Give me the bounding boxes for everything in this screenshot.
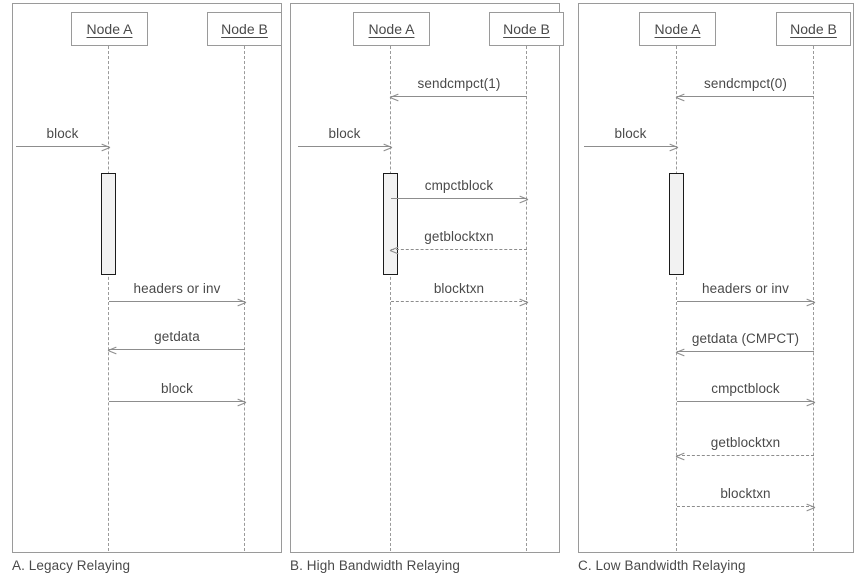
actor-box-node-b: Node B <box>207 12 282 46</box>
actor-label-node-a: Node A <box>368 21 415 37</box>
message-arrow-block-in <box>584 146 677 147</box>
message-arrow-headers-or-inv <box>677 301 814 302</box>
arrowhead-right-icon <box>237 297 246 306</box>
message-label-getdata-cmpct: getdata (CMPCT) <box>691 331 800 346</box>
message-arrow-block-in <box>16 146 109 147</box>
message-label-getblocktxn: getblocktxn <box>710 435 781 450</box>
message-arrow-block-in <box>298 146 391 147</box>
arrowhead-right-icon <box>806 502 815 511</box>
message-arrow-sendcmpct <box>677 96 814 97</box>
arrowhead-left-icon <box>676 92 685 101</box>
message-arrow-getblocktxn <box>677 455 814 456</box>
message-label-block-in: block <box>328 126 361 141</box>
arrowhead-right-icon <box>101 142 110 151</box>
message-arrow-sendcmpct <box>391 96 527 97</box>
message-label-headers-or-inv: headers or inv <box>133 281 221 296</box>
arrowhead-right-icon <box>669 142 678 151</box>
lifeline-node-a <box>390 46 391 551</box>
arrowhead-right-icon <box>383 142 392 151</box>
panel-low-bandwidth-relaying: Node A Node B sendcmpct(0) block headers… <box>578 3 854 553</box>
message-arrow-headers-or-inv <box>109 301 245 302</box>
lifeline-node-a <box>108 46 109 551</box>
message-label-cmpctblock: cmpctblock <box>711 381 780 396</box>
actor-box-node-b: Node B <box>489 12 564 46</box>
panel-legacy-relaying: Node A Node B block headers or inv getda… <box>12 3 282 553</box>
actor-label-node-b: Node B <box>221 21 268 37</box>
message-label-cmpctblock: cmpctblock <box>424 178 494 193</box>
actor-label-node-a: Node A <box>86 21 133 37</box>
message-label-sendcmpct: sendcmpct(1) <box>417 76 501 91</box>
activation-bar-node-a <box>669 173 684 275</box>
arrowhead-right-icon <box>806 397 815 406</box>
arrowhead-right-icon <box>519 297 528 306</box>
message-label-block-in: block <box>614 126 647 141</box>
message-arrow-getdata-cmpct <box>677 351 814 352</box>
message-label-sendcmpct: sendcmpct(0) <box>704 76 787 91</box>
arrowhead-left-icon <box>108 345 117 354</box>
message-arrow-blocktxn <box>677 506 814 507</box>
panel-caption-a: A. Legacy Relaying <box>12 558 131 573</box>
message-label-getblocktxn: getblocktxn <box>424 229 494 244</box>
message-label-block-in: block <box>46 126 79 141</box>
message-label-blocktxn: blocktxn <box>433 281 485 296</box>
arrowhead-right-icon <box>806 297 815 306</box>
message-arrow-cmpctblock <box>391 198 527 199</box>
message-arrow-cmpctblock <box>677 401 814 402</box>
message-arrow-getblocktxn <box>391 249 527 250</box>
actor-label-node-a: Node A <box>654 21 701 37</box>
message-arrow-blocktxn <box>391 301 527 302</box>
actor-box-node-a: Node A <box>71 12 148 46</box>
arrowhead-left-icon <box>676 347 685 356</box>
activation-bar-node-a <box>101 173 116 275</box>
lifeline-node-a <box>676 46 677 551</box>
arrowhead-right-icon <box>519 194 528 203</box>
panel-caption-c: C. Low Bandwidth Relaying <box>578 558 746 573</box>
message-label-blocktxn: blocktxn <box>720 486 771 501</box>
actor-box-node-b: Node B <box>776 12 851 46</box>
actor-box-node-a: Node A <box>639 12 716 46</box>
message-arrow-getdata <box>109 349 245 350</box>
arrowhead-right-icon <box>237 397 246 406</box>
message-arrow-block-out <box>109 401 245 402</box>
message-label-getdata: getdata <box>154 329 200 344</box>
message-label-headers-or-inv: headers or inv <box>702 281 789 296</box>
panel-high-bandwidth-relaying: Node A Node B sendcmpct(1) block cmpctbl… <box>290 3 564 553</box>
actor-label-node-b: Node B <box>790 21 837 37</box>
panel-caption-b: B. High Bandwidth Relaying <box>290 558 460 573</box>
arrowhead-left-icon <box>390 92 399 101</box>
actor-box-node-a: Node A <box>353 12 430 46</box>
arrowhead-left-icon <box>390 245 399 254</box>
message-label-block-out: block <box>160 381 193 396</box>
arrowhead-left-icon <box>676 451 685 460</box>
actor-label-node-b: Node B <box>503 21 550 37</box>
